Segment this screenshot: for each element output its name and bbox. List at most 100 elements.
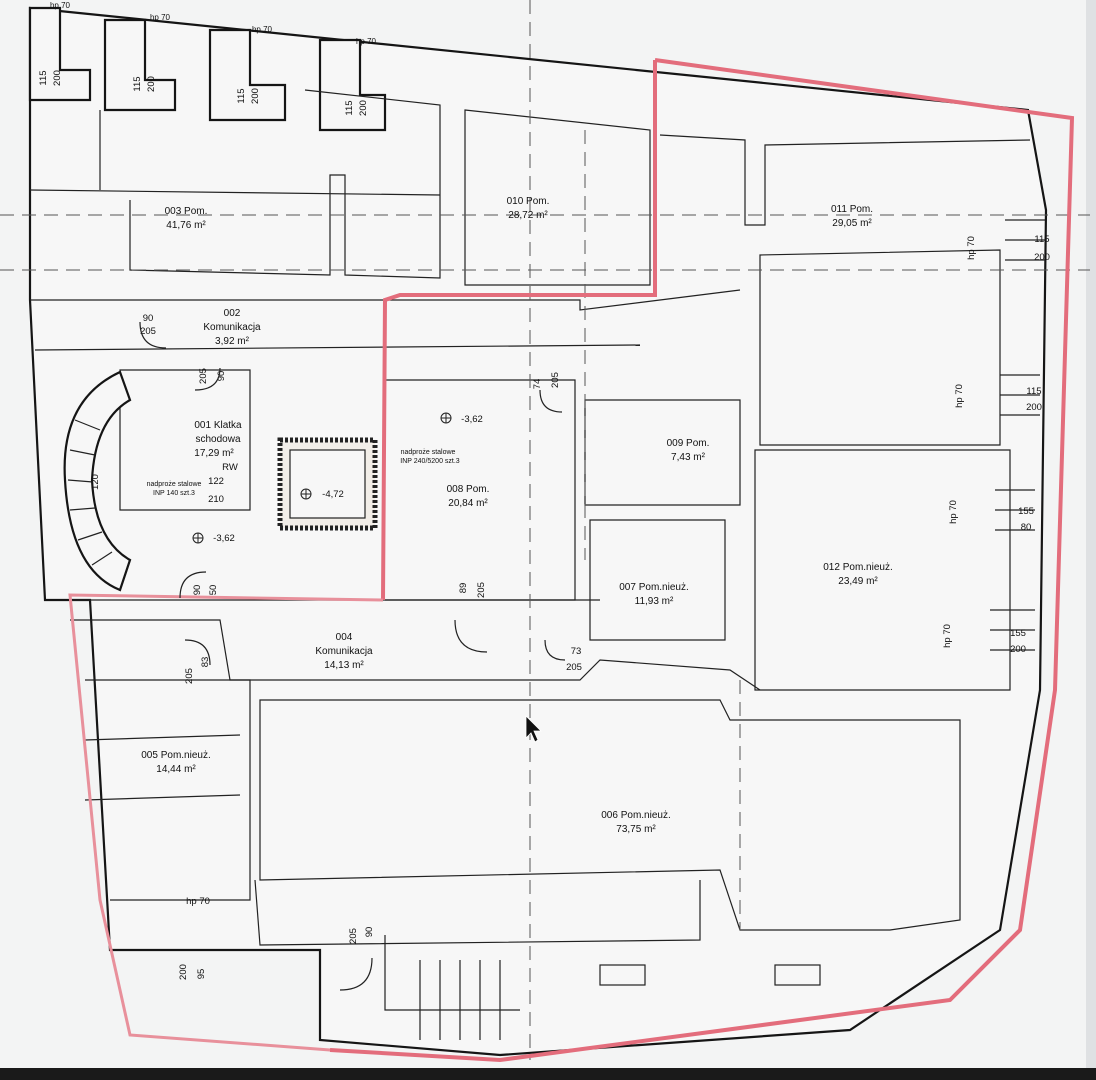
- dim-door-002: 90: [143, 313, 154, 324]
- hp-label-011: hp 70: [966, 236, 977, 260]
- room-partitions: [29, 89, 1045, 1040]
- room-name: 007 Pom.nieuż.: [619, 582, 689, 593]
- dim-door-005: 83: [200, 657, 211, 668]
- room-area: 28,72 m²: [508, 210, 548, 221]
- spiral-staircase: [63, 370, 132, 592]
- hp-label-top1: hp 70: [50, 1, 71, 10]
- dim-door-007: 73: [571, 646, 582, 657]
- room-labels: 003 Pom. 41,76 m² 010 Pom. 28,72 m² 011 …: [141, 196, 893, 835]
- room-name-2: Komunikacja: [203, 322, 261, 333]
- level-value: -3,62: [461, 414, 483, 425]
- room-name-2: Komunikacja: [315, 646, 373, 657]
- dim-stair: 120: [90, 474, 101, 490]
- room-name: 006 Pom.nieuż.: [601, 810, 671, 821]
- beam-note-1a: nadproże stalowe: [147, 481, 202, 488]
- dim-door-008b: 205: [476, 582, 487, 598]
- level-value: -4,72: [322, 489, 344, 500]
- dim-window-012: 155: [1018, 506, 1034, 517]
- screen-bezel: [0, 1068, 1096, 1080]
- property-boundary: [68, 58, 1075, 1063]
- room-area: 73,75 m²: [616, 824, 656, 835]
- room-name: 010 Pom.: [507, 196, 550, 207]
- dim-door-bottom: 95: [196, 969, 207, 980]
- level-marker-001: -3,62: [192, 532, 235, 544]
- room-001: 001 Klatka schodowa 17,29 m²: [194, 420, 242, 459]
- beam-note-1b: INP 140 szt.3: [153, 490, 195, 497]
- dim-window-011: 200: [1034, 252, 1050, 263]
- dim-door-004: 90: [192, 585, 203, 596]
- room-name: 001 Klatka: [194, 420, 242, 431]
- shaft: [277, 437, 378, 531]
- hp-label-012b: hp 70: [942, 624, 953, 648]
- door-swings: [139, 321, 566, 991]
- hp-label-top2: hp 70: [150, 13, 171, 22]
- dim-window: 200: [52, 70, 63, 86]
- level-marker-shaft: -4,72: [300, 488, 344, 500]
- level-value: -3,62: [213, 533, 235, 544]
- dim-door-bottom: 200: [178, 964, 189, 980]
- dimension-labels: 115 200 115 200 115 200 115 200 90 205 2…: [38, 70, 1050, 980]
- dim-door-004: 50: [208, 585, 219, 596]
- room-area: 14,13 m²: [324, 660, 364, 671]
- dim-door-001: 90: [216, 371, 227, 382]
- hp-label-top4: hp 70: [356, 37, 377, 46]
- room-area: 29,05 m²: [832, 218, 872, 229]
- room-008: 008 Pom. 20,84 m²: [447, 484, 490, 509]
- dim-window: 200: [358, 100, 369, 116]
- grid-axes: [0, 0, 1090, 1060]
- room-012: 012 Pom.nieuż. 23,49 m²: [823, 562, 893, 587]
- room-003: 003 Pom. 41,76 m²: [165, 206, 208, 231]
- room-007: 007 Pom.nieuż. 11,93 m²: [619, 582, 689, 607]
- dim-window-012b: 200: [1010, 644, 1026, 655]
- dim-beam: 210: [208, 494, 224, 505]
- dim-window: 115: [132, 76, 143, 91]
- room-005: 005 Pom.nieuż. 14,44 m²: [141, 750, 211, 775]
- dim-window-011: 115: [1034, 234, 1049, 245]
- dim-window: 115: [236, 88, 247, 103]
- room-name: 009 Pom.: [667, 438, 710, 449]
- level-marker-008: -3,62: [440, 412, 483, 425]
- notes: RW nadproże stalowe INP 140 szt.3 nadpro…: [50, 1, 977, 907]
- dim-beam: 122: [208, 476, 224, 487]
- dim-door-008: 74: [532, 379, 543, 390]
- beam-note-2a: nadproże stalowe: [401, 449, 456, 456]
- room-name: 011 Pom.: [831, 204, 873, 215]
- room-area: 7,43 m²: [671, 452, 706, 463]
- hp-label-mid: hp 70: [954, 384, 965, 408]
- dim-door-006: 90: [364, 927, 375, 938]
- room-004: 004 Komunikacja 14,13 m²: [315, 632, 373, 671]
- room-area: 14,44 m²: [156, 764, 196, 775]
- dim-window-mid: 115: [1026, 386, 1041, 397]
- room-011: 011 Pom. 29,05 m²: [831, 204, 873, 229]
- dim-window-012b: 155: [1010, 628, 1026, 639]
- beam-note-2b: INP 240/5200 szt.3: [400, 458, 460, 465]
- room-name: 002: [224, 308, 241, 319]
- room-009: 009 Pom. 7,43 m²: [667, 438, 710, 463]
- room-area: 17,29 m²: [194, 448, 234, 459]
- level-markers: -3,62 -4,72 -3,62: [192, 412, 483, 544]
- dim-window: 200: [250, 88, 261, 104]
- dim-window-mid: 200: [1026, 402, 1042, 413]
- dim-window: 115: [38, 70, 49, 85]
- room-010: 010 Pom. 28,72 m²: [507, 196, 550, 221]
- dim-door-008b: 89: [458, 583, 469, 594]
- room-area: 20,84 m²: [448, 498, 488, 509]
- dim-door-006: 205: [348, 928, 359, 944]
- room-name-2: schodowa: [195, 434, 240, 445]
- room-name: 004: [336, 632, 353, 643]
- dim-window: 115: [344, 100, 355, 115]
- room-name: 005 Pom.nieuż.: [141, 750, 211, 761]
- room-name: 008 Pom.: [447, 484, 490, 495]
- dim-door-001: 205: [198, 368, 209, 384]
- hp-label-012: hp 70: [948, 500, 959, 524]
- hp-label-top3: hp 70: [252, 25, 273, 34]
- room-name: 012 Pom.nieuż.: [823, 562, 893, 573]
- hp-label-bottom: hp 70: [186, 896, 210, 907]
- room-area: 11,93 m²: [635, 596, 674, 607]
- room-area: 3,92 m²: [215, 336, 250, 347]
- room-area: 23,49 m²: [838, 576, 878, 587]
- rw-label: RW: [222, 462, 238, 473]
- building-walls: [28, 6, 1048, 1057]
- dim-door-008: 205: [550, 372, 561, 388]
